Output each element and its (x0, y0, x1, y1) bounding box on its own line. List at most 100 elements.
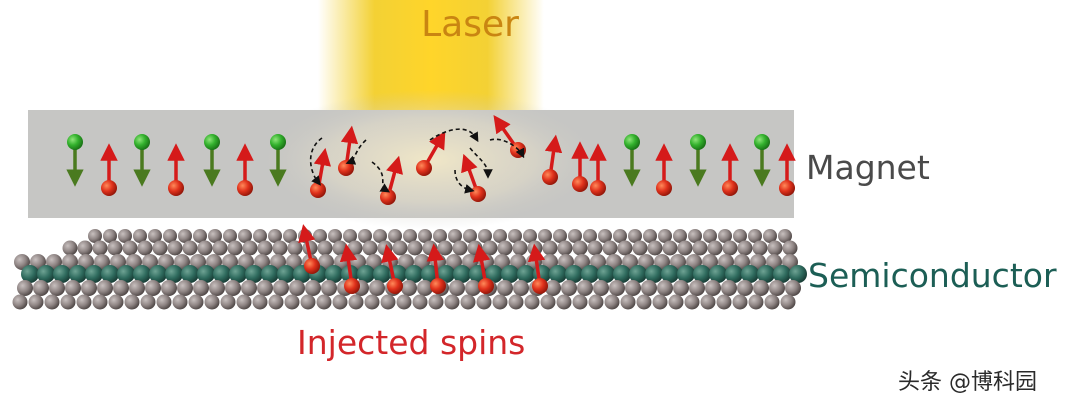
lattice-atom (145, 280, 161, 296)
lattice-atom (321, 280, 337, 296)
lattice-atom (173, 295, 188, 310)
lattice-atom (129, 280, 145, 296)
lattice-atom (225, 280, 241, 296)
semiconductor-lattice (13, 229, 808, 310)
lattice-atom (738, 241, 753, 256)
lattice-atom (525, 295, 540, 310)
spin-ball (779, 180, 795, 196)
lattice-atom (273, 280, 289, 296)
lattice-atom (498, 241, 513, 256)
lattice-atom (557, 295, 572, 310)
lattice-atom (45, 295, 60, 310)
lattice-atom (653, 295, 668, 310)
lattice-atom (333, 295, 348, 310)
lattice-atom (257, 280, 273, 296)
lattice-atom (577, 280, 593, 296)
lattice-atom (97, 280, 113, 296)
lattice-atom (161, 280, 177, 296)
lattice-atom (588, 241, 603, 256)
lattice-atom (269, 295, 284, 310)
lattice-atom (749, 295, 764, 310)
spin-ball (542, 169, 558, 185)
lattice-atom (221, 295, 236, 310)
lattice-atom (65, 280, 81, 296)
lattice-atom (705, 280, 721, 296)
lattice-atom (348, 241, 363, 256)
lattice-atom (461, 295, 476, 310)
lattice-atom (558, 241, 573, 256)
lattice-atom (237, 295, 252, 310)
lattice-atom (483, 241, 498, 256)
spin-ball (310, 182, 326, 198)
lattice-atom (243, 241, 258, 256)
spin-ball (478, 278, 494, 294)
spin-ball (338, 160, 354, 176)
lattice-atom (678, 241, 693, 256)
lattice-atom (365, 295, 380, 310)
spin-ball (590, 180, 606, 196)
lattice-atom (193, 280, 209, 296)
lattice-atom (429, 295, 444, 310)
lattice-atom (363, 241, 378, 256)
lattice-atom (141, 295, 156, 310)
lattice-atom (289, 280, 305, 296)
lattice-atom (393, 241, 408, 256)
lattice-atom (625, 280, 641, 296)
lattice-atom (29, 295, 44, 310)
lattice-atom (93, 241, 108, 256)
lattice-atom (477, 295, 492, 310)
lattice-atom (253, 295, 268, 310)
lattice-atom (573, 241, 588, 256)
spin-ball (416, 160, 432, 176)
lattice-atom (318, 241, 333, 256)
lattice-atom (717, 295, 732, 310)
lattice-atom (541, 295, 556, 310)
lattice-atom (273, 241, 288, 256)
lattice-atom (605, 295, 620, 310)
lattice-atom (765, 295, 780, 310)
lattice-atom (497, 280, 513, 296)
lattice-atom (93, 295, 108, 310)
lattice-atom (513, 280, 529, 296)
lattice-atom (737, 280, 753, 296)
spin-ball (168, 180, 184, 196)
lattice-atom (213, 241, 228, 256)
spin-ball (656, 180, 672, 196)
lattice-atom (693, 241, 708, 256)
spin-ball (430, 278, 446, 294)
lattice-atom (708, 241, 723, 256)
spin-ball (722, 180, 738, 196)
lattice-atom (721, 280, 737, 296)
lattice-atom (241, 280, 257, 296)
lattice-atom (33, 280, 49, 296)
lattice-atom (108, 241, 123, 256)
lattice-atom (449, 280, 465, 296)
lattice-atom (438, 241, 453, 256)
lattice-atom (768, 241, 783, 256)
lattice-atom (408, 241, 423, 256)
lattice-atom (63, 241, 78, 256)
spin-ball (387, 278, 403, 294)
lattice-atom (333, 241, 348, 256)
lattice-atom (285, 295, 300, 310)
lattice-atom (723, 241, 738, 256)
lattice-atom (648, 241, 663, 256)
lattice-atom (689, 280, 705, 296)
lattice-atom (509, 295, 524, 310)
lattice-atom (349, 295, 364, 310)
lattice-atom (209, 280, 225, 296)
lattice-atom (673, 280, 689, 296)
lattice-atom (157, 295, 172, 310)
lattice-atom (228, 241, 243, 256)
spin-ball (572, 176, 588, 192)
lattice-atom (61, 295, 76, 310)
lattice-atom (397, 295, 412, 310)
lattice-atom (641, 280, 657, 296)
lattice-atom (621, 295, 636, 310)
injected-spins-label: Injected spins (297, 323, 525, 362)
spin-ball (237, 180, 253, 196)
magnet-label: Magnet (806, 148, 930, 187)
lattice-atom (198, 241, 213, 256)
